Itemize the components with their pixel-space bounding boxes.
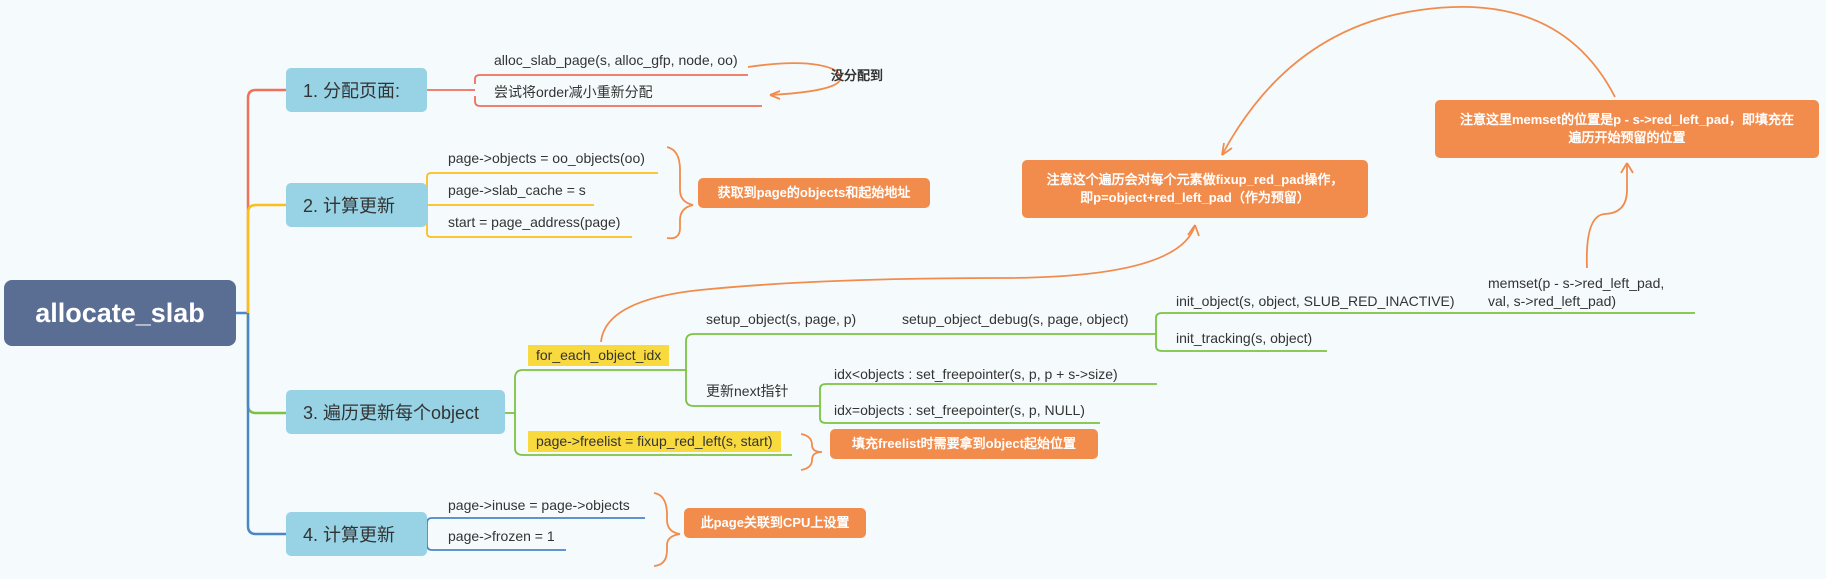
- page-freelist-item: page->freelist = fixup_red_left(s, start…: [528, 431, 781, 452]
- start-address-item: start = page_address(page): [448, 214, 621, 230]
- page-slab-cache-item: page->slab_cache = s: [448, 182, 586, 198]
- fixup-red-pad-note: 注意这个遍历会对每个元素做fixup_red_pad操作， 即p=object+…: [1022, 160, 1368, 218]
- for-each-object-idx: for_each_object_idx: [528, 345, 670, 366]
- section-compute-update-2: 4. 计算更新: [286, 512, 427, 556]
- memset-item-line1: memset(p - s->red_left_pad,: [1488, 275, 1665, 291]
- memset-note-line2: 遍历开始预留的位置: [1568, 130, 1686, 145]
- update-next-pointer-item: 更新next指针: [706, 383, 789, 399]
- init-tracking-item: init_tracking(s, object): [1176, 330, 1313, 346]
- root-node: allocate_slab: [4, 280, 236, 346]
- page-frozen-item: page->frozen = 1: [448, 528, 555, 544]
- cpu-setup-note: 此page关联到CPU上设置: [684, 508, 866, 538]
- idx-eq-objects-item: idx=objects : set_freepointer(s, p, NULL…: [834, 402, 1085, 418]
- fixup-note-line1: 注意这个遍历会对每个元素做fixup_red_pad操作，: [1046, 172, 1344, 187]
- section-iterate-objects: 3. 遍历更新每个object: [286, 390, 505, 434]
- setup-object-item: setup_object(s, page, p): [706, 311, 857, 327]
- memset-position-note: 注意这里memset的位置是p - s->red_left_pad，即填充在 遍…: [1435, 100, 1819, 158]
- idx-lt-objects-item: idx<objects : set_freepointer(s, p, p + …: [834, 366, 1118, 382]
- memset-note-line1: 注意这里memset的位置是p - s->red_left_pad，即填充在: [1459, 112, 1795, 127]
- page-objects-item: page->objects = oo_objects(oo): [448, 150, 645, 166]
- section-compute-update-1: 2. 计算更新: [286, 183, 427, 227]
- freelist-note: 填充freelist时需要拿到object起始位置: [830, 429, 1098, 459]
- memset-item-line2: val, s->red_left_pad): [1488, 293, 1617, 309]
- setup-object-debug-item: setup_object_debug(s, page, object): [902, 311, 1129, 327]
- init-object-item: init_object(s, object, SLUB_RED_INACTIVE…: [1176, 293, 1455, 309]
- page-inuse-item: page->inuse = page->objects: [448, 497, 630, 513]
- alloc-slab-page-item: alloc_slab_page(s, alloc_gfp, node, oo): [494, 52, 738, 68]
- section-allocate-page: 1. 分配页面:: [286, 68, 427, 112]
- retry-order-item: 尝试将order减小重新分配: [494, 84, 653, 100]
- objects-address-note: 获取到page的objects和起始地址: [698, 178, 930, 208]
- fixup-note-line2: 即p=object+red_left_pad（作为预留）: [1080, 190, 1310, 205]
- alloc-fail-label: 没分配到: [831, 68, 884, 83]
